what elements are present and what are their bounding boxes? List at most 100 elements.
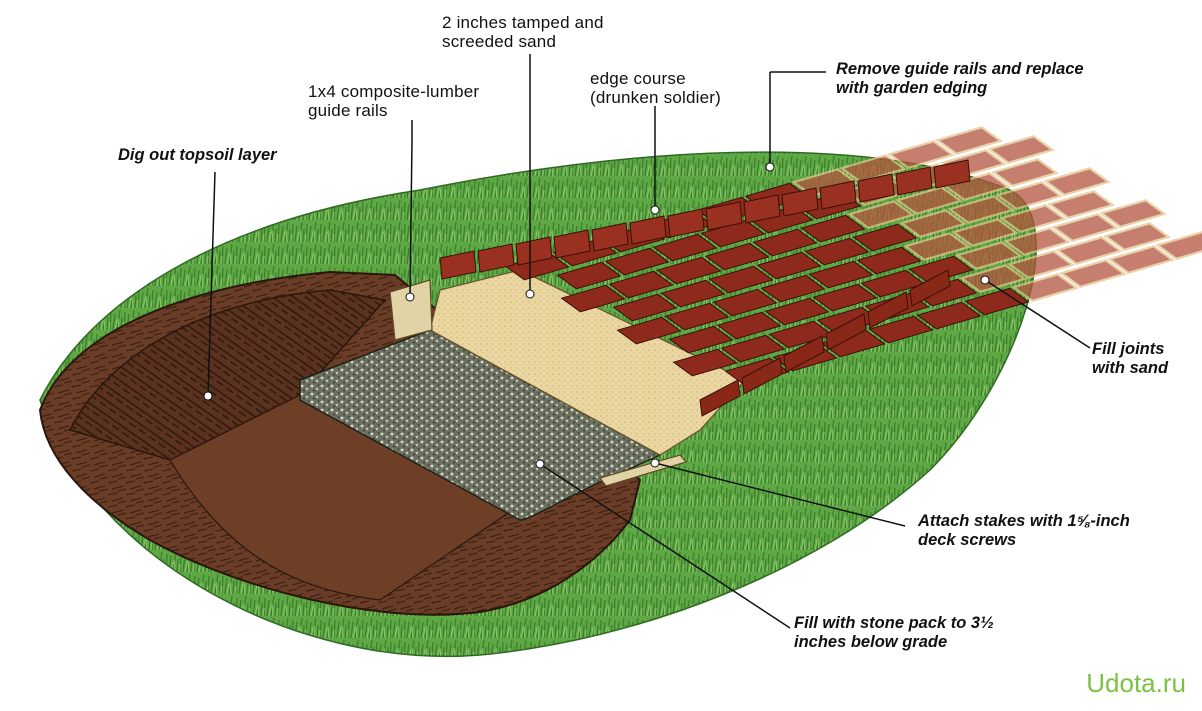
paver-brick	[612, 293, 678, 322]
leader-guide-rails	[409, 120, 413, 296]
paver-brick	[995, 181, 1063, 211]
paver-brick	[1051, 213, 1119, 243]
label-stone-pack: Fill with stone pack to 3½ inches below …	[794, 614, 994, 651]
leader-lines	[207, 54, 1091, 629]
dot-fill-joints	[980, 275, 990, 285]
paver-brick	[704, 242, 770, 271]
paver-brick	[1043, 167, 1111, 197]
topsoil-wall	[68, 289, 387, 461]
paver-brick	[839, 154, 907, 184]
label-fill-joints: Fill joints with sand	[1092, 340, 1169, 377]
paver-brick	[720, 334, 786, 363]
edge-course-brick	[705, 201, 743, 231]
label-topsoil: Dig out topsoil layer	[118, 146, 277, 164]
paver-brick	[656, 256, 722, 285]
paver-brick	[999, 204, 1067, 234]
paver-brick	[804, 237, 870, 266]
paver-brick	[560, 284, 626, 313]
edge-course-brick	[825, 313, 867, 351]
paver-brick	[716, 311, 782, 340]
dot-edge-course	[650, 205, 660, 215]
edge-course-brick	[591, 222, 629, 252]
paver-brick	[604, 247, 670, 276]
trench-floor	[169, 394, 522, 601]
paver-brick	[664, 302, 730, 331]
paver-brick	[868, 315, 934, 344]
edge-course-brick	[667, 208, 705, 238]
paver-brick	[1059, 259, 1127, 289]
label-stakes: Attach stakes with 1⅝-inch deck screws	[918, 512, 1130, 549]
paver-brick	[760, 274, 826, 303]
paver-brick	[616, 316, 682, 345]
edge-course-brick	[933, 159, 971, 189]
edge-course-brick	[515, 236, 553, 266]
dot-guide-rails	[405, 292, 415, 302]
paver-brick	[608, 270, 674, 299]
paver-brick	[652, 233, 718, 262]
edge-course-brick	[857, 173, 895, 203]
paver-brick	[987, 135, 1055, 165]
paver-brick	[708, 265, 774, 294]
leader-topsoil	[207, 171, 216, 397]
watermark-text: Udota.ru	[1086, 668, 1186, 698]
paver-brick	[955, 241, 1023, 271]
paver-brick	[1007, 250, 1075, 280]
edge-course-brick	[477, 243, 515, 273]
paver-brick	[764, 297, 830, 326]
label-guide-rails: 1x4 composite-lumber guide rails	[308, 82, 480, 120]
label-edge-course: edge course (drunken soldier)	[590, 69, 721, 107]
paver-brick	[812, 283, 878, 312]
paver-brick	[887, 140, 955, 170]
paver-brick	[556, 261, 622, 290]
edge-course-brick	[783, 335, 825, 373]
paver-brick	[895, 186, 963, 216]
paver-brick	[668, 325, 734, 354]
paver-brick	[964, 287, 1030, 316]
paver-brick	[991, 158, 1059, 188]
paver-brick	[1003, 227, 1071, 257]
edge-course-brick	[867, 291, 909, 329]
dot-stakes	[650, 458, 660, 468]
edge-course	[439, 159, 971, 417]
paver-brick	[908, 255, 974, 284]
paver-brick	[899, 209, 967, 239]
leader-fill-joints	[984, 279, 1091, 349]
paver-brick	[1011, 273, 1079, 303]
paver-brick	[1103, 222, 1171, 252]
label-sand: 2 inches tamped and screeded sand	[442, 13, 604, 51]
paver-brick	[1099, 199, 1167, 229]
edge-course-brick	[439, 250, 477, 280]
paver-brick	[947, 195, 1015, 225]
paver-brick	[756, 251, 822, 280]
paver-brick	[660, 279, 726, 308]
edge-course-brick	[895, 166, 933, 196]
paver-brick	[847, 200, 915, 230]
paver-brick	[852, 223, 918, 252]
leader-dots	[203, 162, 990, 469]
dot-topsoil	[203, 391, 213, 401]
guide-rail-left	[389, 279, 433, 341]
paver-brick	[1107, 245, 1175, 275]
label-remove-rails: Remove guide rails and replace with gard…	[836, 60, 1084, 97]
paver-brick	[1155, 231, 1202, 261]
paver-brick	[935, 126, 1003, 156]
edge-course-brick	[741, 357, 783, 395]
paver-brick	[943, 172, 1011, 202]
paver-brick	[903, 232, 971, 262]
leader-stakes	[654, 462, 906, 527]
paver-brick	[856, 246, 922, 275]
paver-brick	[951, 218, 1019, 248]
paver-brick	[959, 264, 1027, 294]
edge-course-brick	[781, 187, 819, 217]
dot-sand	[525, 289, 535, 299]
paver-brick	[808, 260, 874, 289]
paver-brick	[752, 228, 818, 257]
edge-course-brick	[909, 269, 951, 307]
edge-course-brick	[743, 194, 781, 224]
edge-course-brick	[819, 180, 857, 210]
dot-stone-pack	[535, 459, 545, 469]
paver-brick	[672, 348, 738, 377]
edge-course-brick	[699, 379, 741, 417]
paver-brick	[712, 288, 778, 317]
edge-course-brick	[553, 229, 591, 259]
